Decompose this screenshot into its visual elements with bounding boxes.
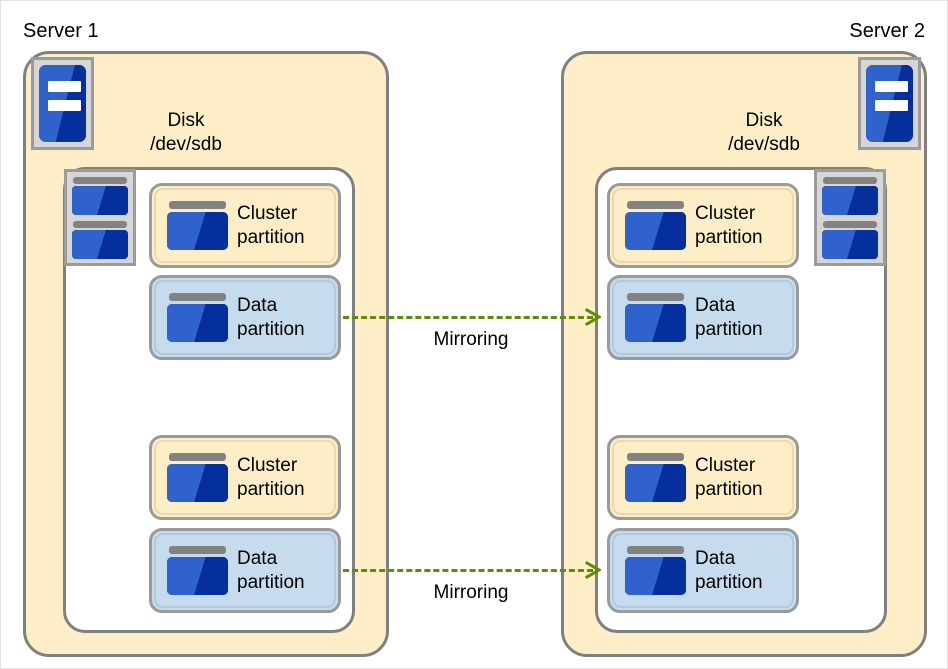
server-1-tower-icon: [31, 57, 94, 150]
partition-s1-data-2[interactable]: Data partition: [149, 528, 341, 613]
drive-cap: [169, 546, 226, 554]
server-2-disk-stack-icon: [814, 169, 886, 266]
disk-unit-cap: [73, 221, 127, 228]
partition-label-line1: Data: [695, 294, 736, 316]
disk-unit-cap: [73, 177, 127, 184]
tower-slot-2: [48, 100, 81, 111]
mirroring-label-bottom: Mirroring: [433, 582, 509, 603]
partition-label-line2: partition: [695, 478, 763, 500]
disk-unit: [72, 177, 128, 215]
partition-label-line2: partition: [237, 478, 305, 500]
tower-body: [39, 65, 86, 142]
partition-label-line2: partition: [695, 226, 763, 248]
server-2-tower-icon: [858, 57, 921, 150]
drive-cap: [627, 201, 684, 209]
partition-drive-icon: [167, 293, 228, 342]
mirroring-line-top: [343, 316, 593, 319]
disk-unit-body: [822, 230, 878, 259]
server-1-disk-label: Disk /dev/sdb: [121, 109, 251, 158]
partition-label-line1: Cluster: [695, 454, 756, 476]
disk-unit-body: [72, 230, 128, 259]
server-2-disk-label-line2: /dev/sdb: [728, 134, 800, 156]
partition-s1-cluster-1[interactable]: Cluster partition: [149, 183, 341, 268]
disk-unit-cap: [823, 177, 877, 184]
disk-unit: [822, 221, 878, 259]
partition-label-line2: partition: [695, 318, 763, 340]
partition-label-line2: partition: [237, 226, 305, 248]
partition-label-line1: Data: [237, 547, 278, 569]
drive-body: [625, 464, 686, 502]
partition-label: Cluster partition: [237, 454, 305, 502]
partition-s2-data-2[interactable]: Data partition: [607, 528, 799, 613]
drive-body: [625, 557, 686, 595]
tower-body: [866, 65, 913, 142]
server-2-disk-label: Disk /dev/sdb: [699, 109, 829, 158]
partition-label: Data partition: [237, 547, 305, 595]
partition-label-line2: partition: [237, 318, 305, 340]
mirroring-line-bottom: [343, 569, 593, 572]
partition-drive-icon: [167, 546, 228, 595]
server-2-label: Server 2: [849, 20, 925, 42]
drive-body: [167, 464, 228, 502]
disk-unit: [822, 177, 878, 215]
server-1-label: Server 1: [23, 20, 99, 42]
mirroring-arrowhead-top: [585, 308, 601, 326]
disk-unit-body: [822, 186, 878, 215]
drive-body: [167, 304, 228, 342]
partition-drive-icon: [625, 293, 686, 342]
drive-cap: [627, 546, 684, 554]
drive-cap: [169, 293, 226, 301]
server-1-disk-label-line2: /dev/sdb: [150, 134, 222, 156]
drive-cap: [627, 293, 684, 301]
partition-s2-cluster-1[interactable]: Cluster partition: [607, 183, 799, 268]
drive-body: [167, 557, 228, 595]
disk-unit-cap: [823, 221, 877, 228]
drive-cap: [169, 453, 226, 461]
mirroring-label-top: Mirroring: [433, 329, 509, 350]
partition-s1-cluster-2[interactable]: Cluster partition: [149, 435, 341, 520]
partition-s2-cluster-2[interactable]: Cluster partition: [607, 435, 799, 520]
drive-cap: [169, 201, 226, 209]
partition-label: Data partition: [695, 547, 763, 595]
disk-unit-body: [72, 186, 128, 215]
drive-body: [625, 212, 686, 250]
partition-s2-data-1[interactable]: Data partition: [607, 275, 799, 360]
partition-drive-icon: [625, 453, 686, 502]
partition-s1-data-1[interactable]: Data partition: [149, 275, 341, 360]
partition-label: Data partition: [237, 294, 305, 342]
partition-drive-icon: [625, 201, 686, 250]
partition-label-line1: Cluster: [695, 202, 756, 224]
drive-body: [625, 304, 686, 342]
disk-unit: [72, 221, 128, 259]
partition-label-line2: partition: [237, 571, 305, 593]
partition-label: Cluster partition: [237, 202, 305, 250]
partition-label: Data partition: [695, 294, 763, 342]
tower-slot-1: [875, 81, 908, 92]
server-2-disk-label-line1: Disk: [745, 110, 783, 131]
partition-label-line2: partition: [695, 571, 763, 593]
mirroring-arrowhead-bottom: [585, 561, 601, 579]
server-1-disk-label-line1: Disk: [167, 110, 205, 131]
drive-body: [167, 212, 228, 250]
partition-drive-icon: [167, 201, 228, 250]
partition-label: Cluster partition: [695, 454, 763, 502]
partition-label-line1: Data: [695, 547, 736, 569]
partition-label-line1: Data: [237, 294, 278, 316]
partition-label: Cluster partition: [695, 202, 763, 250]
partition-drive-icon: [167, 453, 228, 502]
tower-slot-1: [48, 81, 81, 92]
drive-cap: [627, 453, 684, 461]
tower-slot-2: [875, 100, 908, 111]
partition-label-line1: Cluster: [237, 454, 298, 476]
partition-drive-icon: [625, 546, 686, 595]
server-1-disk-stack-icon: [64, 169, 136, 266]
partition-label-line1: Cluster: [237, 202, 298, 224]
